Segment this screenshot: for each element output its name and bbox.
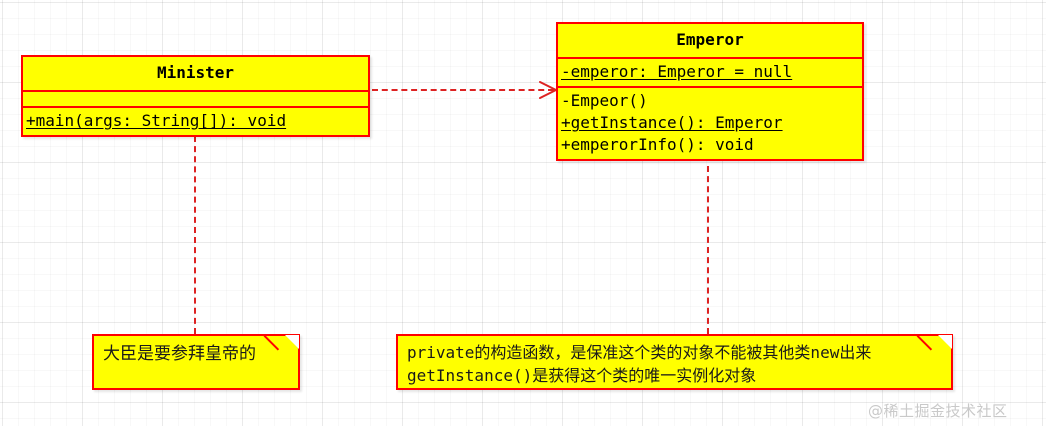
class-name-minister: Minister: [156, 63, 235, 82]
dependency-connector-line: [372, 89, 554, 91]
note-emperor[interactable]: private的构造函数，是保准这个类的对象不能被其他类new出来 getIns…: [396, 334, 953, 390]
attributes-compartment-minister: [23, 90, 368, 106]
watermark-label: @稀土掘金技术社区: [868, 402, 1008, 420]
note-fold-corner-icon: [285, 335, 299, 349]
operation-constructor: -Empeor(): [561, 91, 648, 111]
note-fold-corner-icon: [938, 335, 952, 349]
operation-main: +main(args: String[]): void: [26, 111, 287, 130]
note-connector-emperor: [707, 166, 709, 334]
operations-compartment-emperor: -Empeor() +getInstance(): Emperor +emper…: [558, 86, 862, 159]
class-box-emperor[interactable]: Emperor -emperor: Emperor = null -Empeor…: [556, 22, 864, 162]
note-minister[interactable]: 大臣是要参拜皇帝的: [92, 334, 300, 390]
note-minister-line-1: 大臣是要参拜皇帝的: [103, 344, 256, 364]
attribute-emperor-instance: -emperor: Emperor = null: [561, 62, 793, 81]
class-box-minister[interactable]: Minister +main(args: String[]): void: [21, 55, 370, 138]
note-connector-minister: [194, 136, 196, 334]
class-name-emperor: Emperor: [676, 30, 744, 49]
note-emperor-line-2: getInstance()是获得这个类的唯一实例化对象: [407, 365, 757, 385]
operations-compartment-minister: +main(args: String[]): void: [23, 106, 368, 135]
operation-emperor-info: +emperorInfo(): void: [561, 135, 754, 155]
operation-get-instance: +getInstance(): Emperor: [561, 113, 783, 133]
attributes-compartment-emperor: -emperor: Emperor = null: [558, 57, 862, 86]
note-emperor-line-1: private的构造函数，是保准这个类的对象不能被其他类new出来: [407, 343, 872, 362]
